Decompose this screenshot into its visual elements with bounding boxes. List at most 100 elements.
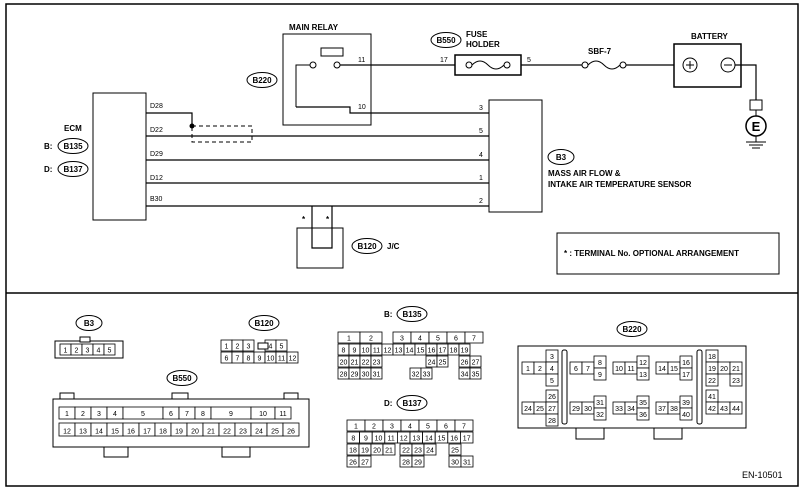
b137-pin: 18 xyxy=(349,448,357,455)
b550-pin: 25 xyxy=(271,429,279,436)
b550-pin: 24 xyxy=(255,429,263,436)
b220-pin: 41 xyxy=(708,394,716,401)
b550-tab-mid xyxy=(171,392,189,400)
b120-pin: 1 xyxy=(225,344,229,351)
tag-b220-text: B220 xyxy=(252,76,272,85)
b135-pin: 8 xyxy=(342,348,346,355)
b220-pin: 12 xyxy=(639,360,647,367)
tag-b3-conn xyxy=(75,315,103,331)
fuse-pin-5: 5 xyxy=(527,57,531,64)
b220-pin: 29 xyxy=(572,406,580,413)
b135-cell xyxy=(370,367,383,380)
b135-pin: 35 xyxy=(472,372,480,379)
b135-pin: 27 xyxy=(472,360,480,367)
wire-relay-to-sensor xyxy=(296,106,489,114)
b220-cell xyxy=(593,367,607,381)
b550-pin: 9 xyxy=(229,411,233,418)
b137-pin: 23 xyxy=(414,448,422,455)
b220-pin: 23 xyxy=(732,378,740,385)
b220-pin: 5 xyxy=(550,378,554,385)
sbf-label: SBF-7 xyxy=(588,47,612,56)
b137-cell xyxy=(423,443,437,456)
b220-pin: 3 xyxy=(550,354,554,361)
b137-pin: 10 xyxy=(375,436,383,443)
b220-cell xyxy=(729,401,743,415)
b550-tab-left xyxy=(59,392,75,400)
b220-foot-right xyxy=(653,427,683,440)
b220-pin: 16 xyxy=(682,360,690,367)
fuse-terminal-2 xyxy=(503,61,511,69)
b120-pin: 8 xyxy=(247,356,251,363)
tag-b120-conn xyxy=(248,315,280,331)
b137-pin: 22 xyxy=(402,448,410,455)
tag-b550-conn xyxy=(166,370,198,386)
b135-cell xyxy=(458,343,471,356)
b137-pin: 7 xyxy=(462,424,466,431)
b220-pin: 28 xyxy=(548,418,556,425)
ground-connector xyxy=(749,99,763,111)
b220-foot-left xyxy=(575,427,605,440)
tag-b135-conn xyxy=(396,306,428,322)
sensor-pin-2: 2 xyxy=(479,198,483,205)
b120-cell xyxy=(275,339,288,352)
b135-pin: 25 xyxy=(439,360,447,367)
b120-pin: 12 xyxy=(289,356,297,363)
b137-pin: 1 xyxy=(354,424,358,431)
b120-cell xyxy=(286,351,299,364)
wire-battery-ground xyxy=(735,64,757,100)
b550-pin: 6 xyxy=(169,411,173,418)
main-relay-label: MAIN RELAY xyxy=(289,23,339,32)
b550-pin: 2 xyxy=(81,411,85,418)
b220-cell xyxy=(705,373,719,387)
b137-cell xyxy=(460,455,474,468)
fuse-element xyxy=(471,60,505,70)
b137-pin: 14 xyxy=(425,436,433,443)
b135-pin: 23 xyxy=(373,360,381,367)
b137-pin: 25 xyxy=(451,448,459,455)
b137-cell xyxy=(358,455,372,468)
b220-pin: 19 xyxy=(708,366,716,373)
sensor-pin-5: 5 xyxy=(479,128,483,135)
b220-pin: 4 xyxy=(550,366,554,373)
b550-pin: 10 xyxy=(259,411,267,418)
b550-foot-right xyxy=(221,446,251,458)
b137-pin: 16 xyxy=(450,436,458,443)
b135-pin: 4 xyxy=(418,336,422,343)
tag-b137-ecm xyxy=(57,161,89,177)
b135-pin: 14 xyxy=(406,348,414,355)
b120-pin: 3 xyxy=(247,344,251,351)
ecm-box xyxy=(92,92,147,221)
b550-pin: 1 xyxy=(65,411,69,418)
b220-pin: 31 xyxy=(596,400,604,407)
b137-cell xyxy=(382,443,396,456)
b550-pin: 22 xyxy=(223,429,231,436)
b550-pin: 19 xyxy=(175,429,183,436)
tag-b120-conn-text: B120 xyxy=(254,319,274,328)
b550-pin: 5 xyxy=(141,411,145,418)
tag-b220-conn-text: B220 xyxy=(622,325,642,334)
b550-pin: 15 xyxy=(111,429,119,436)
relay-contact-1 xyxy=(309,61,317,69)
b220-pin: 14 xyxy=(658,366,666,373)
doc-code: EN-10501 xyxy=(742,470,783,480)
b220-cell xyxy=(729,373,743,387)
wire-label-d12: D12 xyxy=(150,175,163,182)
tag-b135-conn-text: B135 xyxy=(402,310,422,319)
b137-pin: 17 xyxy=(463,436,471,443)
d-prefix: D: xyxy=(44,165,52,174)
b120-pin: 6 xyxy=(225,356,229,363)
b135-pin: 12 xyxy=(384,348,392,355)
b135-cell xyxy=(469,367,482,380)
b550-pin: 7 xyxy=(185,411,189,418)
b135-pin: 28 xyxy=(340,372,348,379)
sensor-label-1: MASS AIR FLOW & xyxy=(548,169,621,178)
b220-pin: 32 xyxy=(596,412,604,419)
fuse-holder-label-2: HOLDER xyxy=(466,40,500,49)
b135-cell xyxy=(420,367,433,380)
b220-pin: 26 xyxy=(548,394,556,401)
sensor-label-2: INTAKE AIR TEMPERATURE SENSOR xyxy=(548,180,692,189)
b550-pin: 13 xyxy=(79,429,87,436)
